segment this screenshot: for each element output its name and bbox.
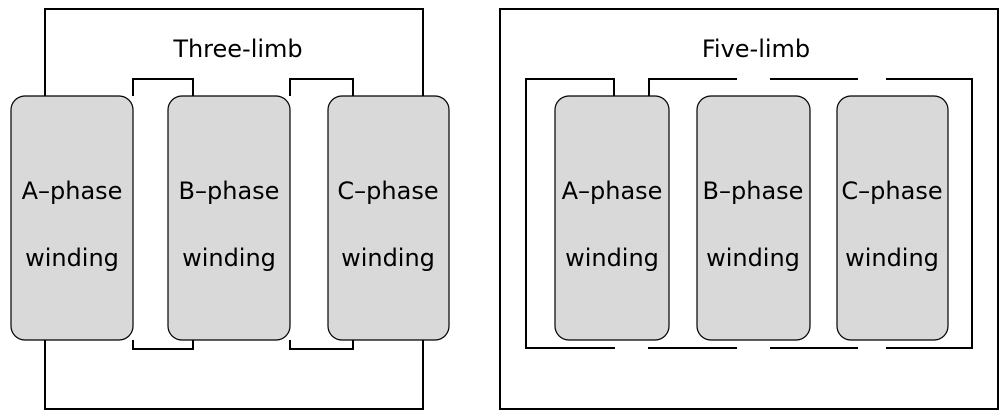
winding-label: winding <box>341 244 435 272</box>
winding-label: winding <box>706 244 800 272</box>
five-limb-gap-mask-top-3 <box>858 77 886 81</box>
three-limb-winding-a: A–phase winding <box>10 95 134 341</box>
winding-label: C–phase <box>337 177 438 205</box>
winding-label: B–phase <box>703 177 804 205</box>
five-limb-gap-mask-bot-3 <box>858 346 886 350</box>
winding-label: winding <box>25 244 119 272</box>
three-limb-window-right <box>289 78 354 96</box>
five-limb-winding-b: B–phase winding <box>696 95 811 341</box>
winding-label: C–phase <box>841 177 942 205</box>
three-limb-winding-b: B–phase winding <box>167 95 291 341</box>
five-limb-core: Five-limb A–phase winding B–phase windin… <box>499 8 999 410</box>
five-limb-winding-a: A–phase winding <box>554 95 670 341</box>
five-limb-gap-mask-top-2 <box>737 77 770 81</box>
three-limb-title: Three-limb <box>172 35 302 63</box>
winding-label: B–phase <box>179 177 280 205</box>
three-limb-window-left-bottom <box>132 340 194 350</box>
five-limb-gap-mask-bot-1 <box>615 346 648 350</box>
three-limb-window-left <box>132 78 194 96</box>
three-limb-winding-c: C–phase winding <box>327 95 450 341</box>
winding-label: winding <box>565 244 659 272</box>
five-limb-gap-mask-bot-2 <box>737 346 770 350</box>
five-limb-winding-c: C–phase winding <box>836 95 949 341</box>
winding-label: winding <box>845 244 939 272</box>
five-limb-title: Five-limb <box>702 35 810 63</box>
five-limb-outer-frame <box>499 8 999 410</box>
five-limb-gap-mask-top-1 <box>615 77 648 81</box>
winding-label: winding <box>182 244 276 272</box>
winding-label: A–phase <box>562 177 663 205</box>
winding-label: A–phase <box>22 177 123 205</box>
three-limb-window-right-bottom <box>289 340 354 350</box>
three-limb-core: Three-limb A–phase winding B–phase windi… <box>10 8 450 410</box>
